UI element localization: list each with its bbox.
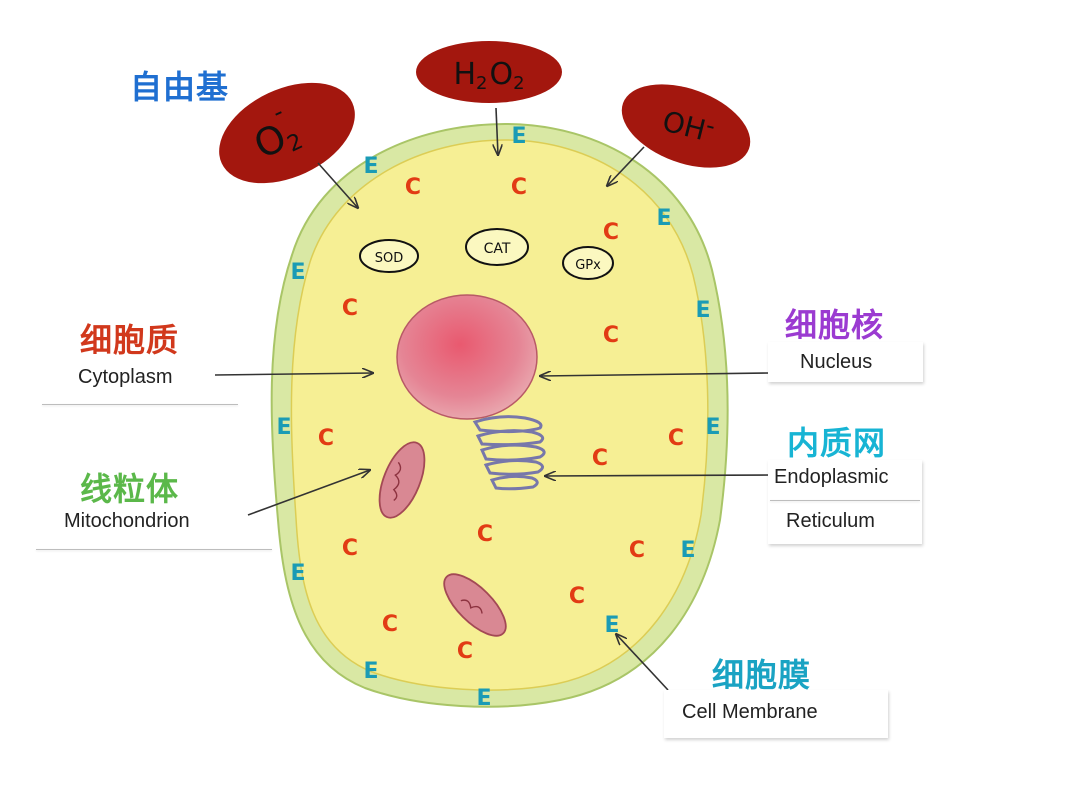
antioxidant-e: E — [511, 124, 526, 149]
cytoplasm-label-en: Cytoplasm — [78, 366, 173, 388]
er-label-en-2: Reticulum — [786, 510, 875, 532]
antioxidant-c: C — [382, 612, 398, 637]
antioxidant-c: C — [603, 323, 619, 348]
arrow-er — [545, 475, 773, 476]
arrow-o2 — [317, 162, 358, 208]
arrow-nucleus — [540, 373, 771, 376]
antioxidant-e-markers: E E E E E E E E E E E E — [276, 124, 720, 711]
svg-text:H2O2: H2O2 — [453, 57, 524, 94]
antioxidant-e: E — [363, 659, 378, 684]
antioxidant-c: C — [668, 426, 684, 451]
antioxidant-e: E — [705, 415, 720, 440]
antioxidant-e: E — [656, 206, 671, 231]
enzyme-cat: CAT — [465, 228, 529, 266]
arrow-membrane — [616, 634, 669, 691]
antioxidant-c: C — [603, 220, 619, 245]
nucleus-label-cn: 细胞核 — [785, 306, 885, 344]
antioxidant-e: E — [476, 686, 491, 711]
er-card — [768, 460, 922, 544]
membrane-label-cn: 细胞膜 — [712, 656, 812, 694]
antioxidant-c: C — [569, 584, 585, 609]
antioxidant-c-markers: C C C C C C C C C C C C C C — [318, 175, 684, 664]
antioxidant-e: E — [290, 561, 305, 586]
er-label-en-1: Endoplasmic — [774, 466, 889, 488]
antioxidant-e: E — [363, 154, 378, 179]
antioxidant-e: E — [695, 298, 710, 323]
mitochondrion-lower — [443, 573, 507, 637]
mitochondrion-label-en: Mitochondrion — [64, 510, 190, 532]
membrane-card — [664, 690, 888, 738]
svg-text:SOD: SOD — [375, 251, 404, 266]
membrane-label-en: Cell Membrane — [682, 701, 818, 723]
antioxidant-c: C — [405, 175, 421, 200]
radical-oh: OH- — [621, 84, 751, 168]
nucleus-card — [768, 342, 923, 382]
antioxidant-c: C — [511, 175, 527, 200]
free-radical-label: 自由基 — [130, 68, 230, 106]
arrow-oh — [607, 146, 645, 186]
enzyme-sod: SOD — [359, 239, 419, 273]
antioxidant-e: E — [276, 415, 291, 440]
mitochondrion-label-cn: 线粒体 — [80, 470, 180, 508]
svg-text:GPx: GPx — [575, 258, 601, 273]
er-label-cn: 内质网 — [787, 424, 887, 462]
arrow-mitochondrion — [247, 470, 370, 516]
svg-text:CAT: CAT — [484, 241, 511, 257]
antioxidant-c: C — [457, 639, 473, 664]
antioxidant-c: C — [477, 522, 493, 547]
antioxidant-e: E — [680, 538, 695, 563]
cytoplasm-label-cn: 细胞质 — [80, 321, 180, 359]
antioxidant-c: C — [342, 296, 358, 321]
antioxidant-c: C — [342, 536, 358, 561]
mitochondrion-underline — [36, 549, 272, 550]
cytoplasm — [290, 139, 709, 691]
antioxidant-e: E — [604, 613, 619, 638]
arrow-cytoplasm — [214, 373, 373, 375]
cytoplasm-underline — [42, 404, 238, 405]
antioxidant-e: E — [290, 260, 305, 285]
nucleus — [396, 294, 538, 420]
arrow-h2o2 — [496, 107, 498, 155]
antioxidant-c: C — [318, 426, 334, 451]
antioxidant-c: C — [629, 538, 645, 563]
radical-h2o2: H2O2 — [416, 41, 562, 103]
antioxidant-c: C — [592, 446, 608, 471]
mitochondrion-upper — [378, 441, 426, 519]
radical-o2: O2- — [219, 82, 355, 184]
nucleus-label-en: Nucleus — [800, 351, 873, 373]
enzyme-gpx: GPx — [562, 246, 614, 280]
endoplasmic-reticulum — [472, 415, 546, 491]
er-divider — [770, 500, 920, 501]
